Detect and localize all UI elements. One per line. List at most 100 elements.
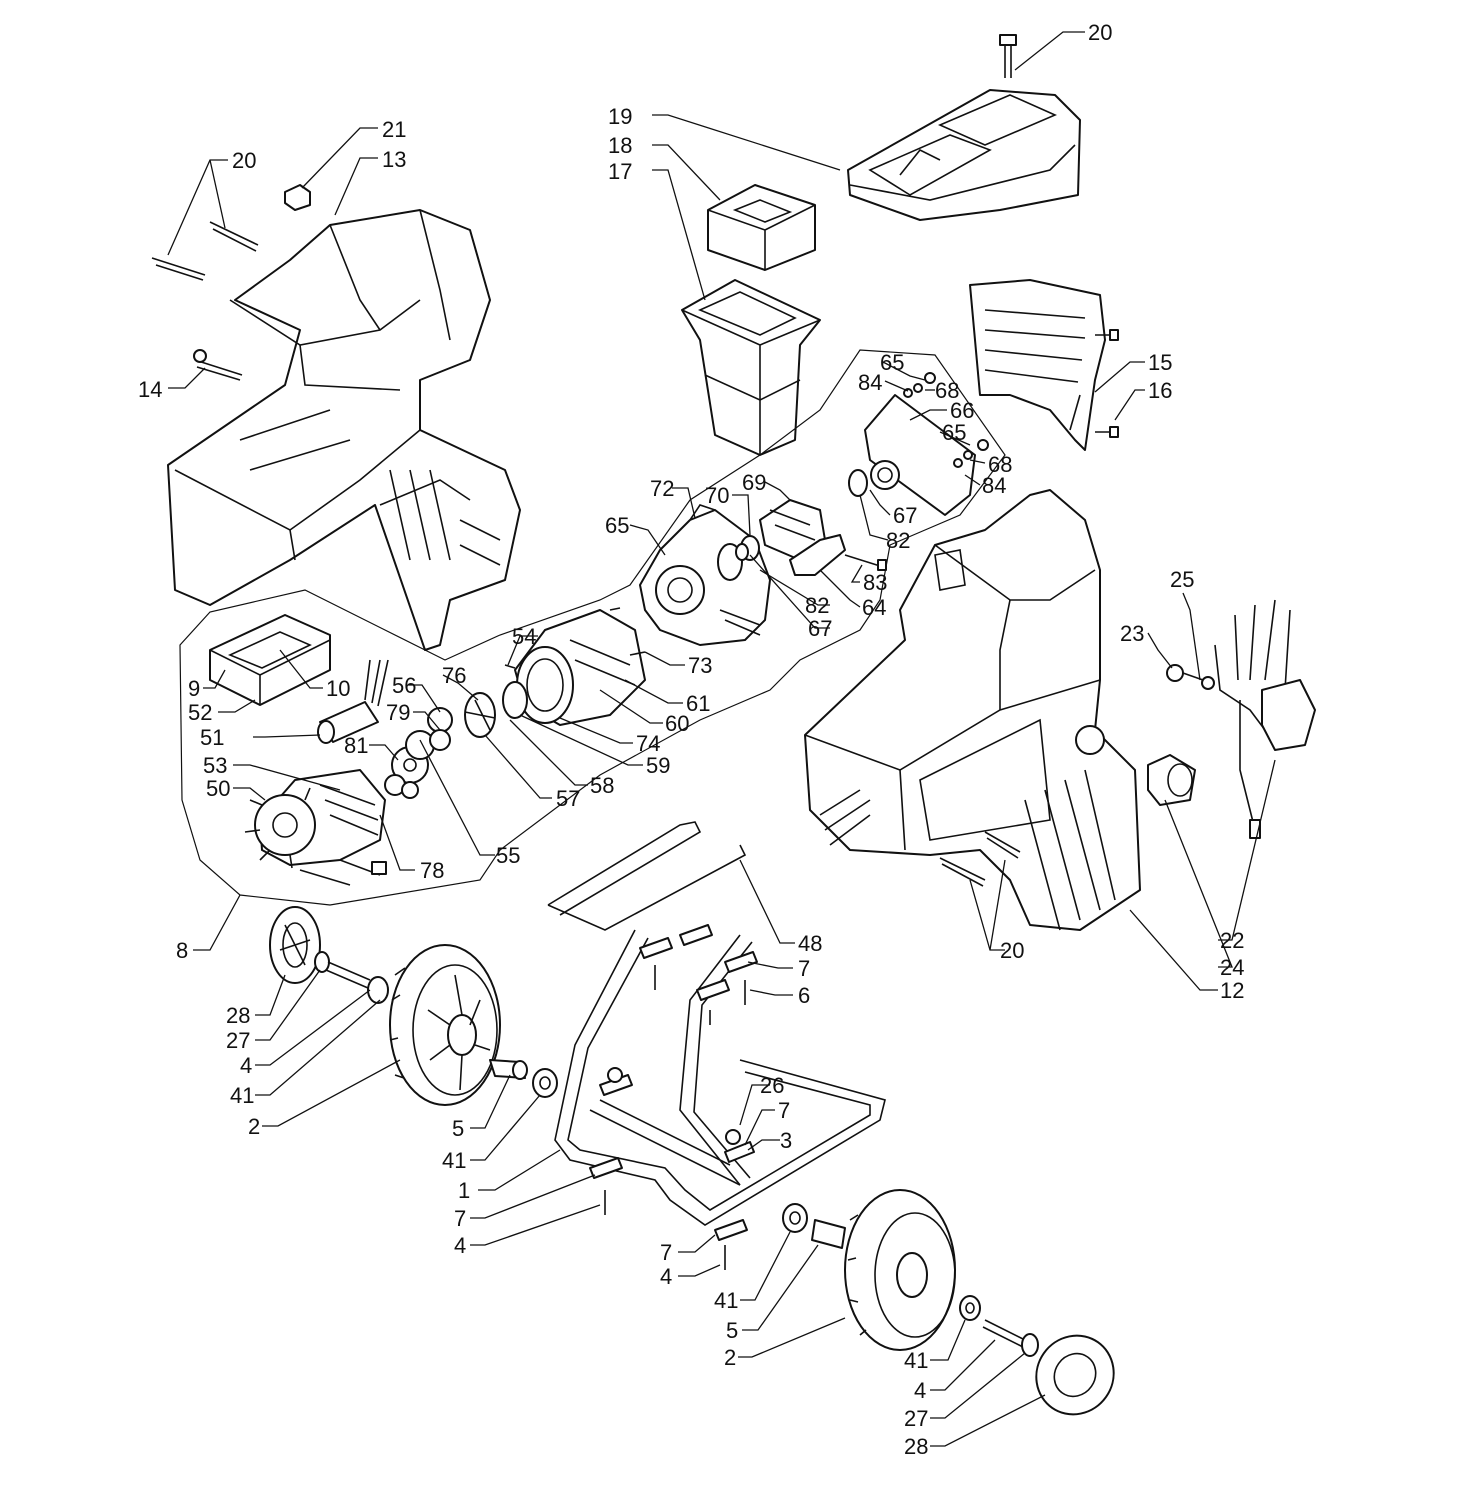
callout-60: 60 — [665, 711, 689, 736]
callout-28-right: 28 — [904, 1434, 928, 1459]
screw-14-part — [193, 349, 243, 381]
gear-set-part — [384, 707, 453, 799]
callout-83: 83 — [863, 570, 887, 595]
callout-84-a: 84 — [858, 370, 882, 395]
screw-20-top-part — [999, 34, 1017, 78]
callout-2-left: 2 — [248, 1114, 260, 1139]
callout-82-b: 82 — [805, 593, 829, 618]
callout-70: 70 — [705, 483, 729, 508]
callout-24: 24 — [1220, 955, 1244, 980]
motor-group-outline — [179, 349, 1006, 906]
motor-screws-part — [504, 607, 646, 669]
wiring-harness-part — [1214, 599, 1316, 839]
callout-27-left: 27 — [226, 1028, 250, 1053]
callout-20-left: 20 — [232, 148, 256, 173]
insert-block-part — [707, 184, 816, 271]
callout-1: 1 — [458, 1178, 470, 1203]
callout-14: 14 — [138, 377, 162, 402]
callout-78: 78 — [420, 858, 444, 883]
callout-5-left: 5 — [452, 1116, 464, 1141]
callout-3: 3 — [780, 1128, 792, 1153]
callout-2-right: 2 — [724, 1345, 736, 1370]
callout-15: 15 — [1148, 350, 1172, 375]
callout-8: 8 — [176, 938, 188, 963]
callout-72: 72 — [650, 476, 674, 501]
callout-4-far: 4 — [914, 1378, 926, 1403]
left-hubcap-part — [269, 906, 321, 984]
callout-67-a: 67 — [893, 503, 917, 528]
callout-4-left: 4 — [240, 1053, 252, 1078]
callout-68-a: 68 — [935, 378, 959, 403]
nuts-26-part — [607, 1067, 741, 1145]
gear-housing-part — [639, 504, 771, 646]
callout-23: 23 — [1120, 621, 1144, 646]
callout-41-far: 41 — [904, 1348, 928, 1373]
left-wheel-part — [389, 944, 501, 1106]
callout-73: 73 — [688, 653, 712, 678]
callout-56: 56 — [392, 673, 416, 698]
screw-16-part — [1095, 329, 1119, 438]
clamp-brackets-part — [589, 924, 758, 1270]
callout-65-c: 65 — [605, 513, 629, 538]
callout-48: 48 — [798, 931, 822, 956]
callout-76: 76 — [442, 663, 466, 688]
callout-52: 52 — [188, 700, 212, 725]
callout-59: 59 — [646, 753, 670, 778]
callout-25: 25 — [1170, 567, 1194, 592]
callout-12: 12 — [1220, 978, 1244, 1003]
callout-7-low: 7 — [454, 1206, 466, 1231]
right-wheel-part — [844, 1189, 956, 1351]
callout-18: 18 — [608, 133, 632, 158]
callout-26: 26 — [760, 1073, 784, 1098]
callout-4-low: 4 — [454, 1233, 466, 1258]
callout-66: 66 — [950, 398, 974, 423]
switch-box-part — [209, 614, 331, 706]
callout-7-mid: 7 — [778, 1098, 790, 1123]
callout-53: 53 — [203, 753, 227, 778]
tubular-frame-part — [547, 821, 886, 1226]
callout-82-a: 82 — [886, 528, 910, 553]
callout-28-left: 28 — [226, 1003, 250, 1028]
callout-74: 74 — [636, 731, 660, 756]
callout-9: 9 — [188, 676, 200, 701]
nut-21-part — [284, 184, 311, 211]
callout-5-right: 5 — [726, 1318, 738, 1343]
safety-switch-part — [1147, 754, 1196, 806]
right-axle-bolt-part — [959, 1295, 1039, 1357]
callout-65-b: 65 — [942, 420, 966, 445]
callout-21: 21 — [382, 117, 406, 142]
callout-19: 19 — [608, 104, 632, 129]
callout-57: 57 — [556, 786, 580, 811]
callout-7-top: 7 — [798, 956, 810, 981]
callout-13: 13 — [382, 147, 406, 172]
callout-16: 16 — [1148, 378, 1172, 403]
funnel-insert-part — [681, 279, 821, 456]
callout-51: 51 — [200, 725, 224, 750]
callout-58: 58 — [590, 773, 614, 798]
callout-20-bottom: 20 — [1000, 938, 1024, 963]
callout-22: 22 — [1220, 928, 1244, 953]
feeder-hopper-part — [167, 209, 521, 651]
callout-54: 54 — [512, 624, 536, 649]
callout-6: 6 — [798, 983, 810, 1008]
callout-55: 55 — [496, 843, 520, 868]
callout-41-right: 41 — [714, 1288, 738, 1313]
outlet-grille-part — [969, 279, 1106, 451]
callout-68-b: 68 — [988, 452, 1012, 477]
left-spacer-part — [489, 1059, 558, 1098]
callout-69: 69 — [742, 470, 766, 495]
callout-50: 50 — [206, 776, 230, 801]
electric-motor-part — [244, 769, 387, 886]
callout-41-left: 41 — [230, 1083, 254, 1108]
motor-housing-part — [464, 609, 646, 738]
callout-64: 64 — [862, 595, 886, 620]
callout-41-mid: 41 — [442, 1148, 466, 1173]
main-housing-part — [804, 489, 1141, 931]
callout-10: 10 — [326, 676, 350, 701]
left-axle-bolt-part — [314, 951, 389, 1004]
callout-79: 79 — [386, 700, 410, 725]
callout-17: 17 — [608, 159, 632, 184]
callout-20-top: 20 — [1088, 20, 1112, 45]
right-bushing-part — [782, 1203, 846, 1249]
